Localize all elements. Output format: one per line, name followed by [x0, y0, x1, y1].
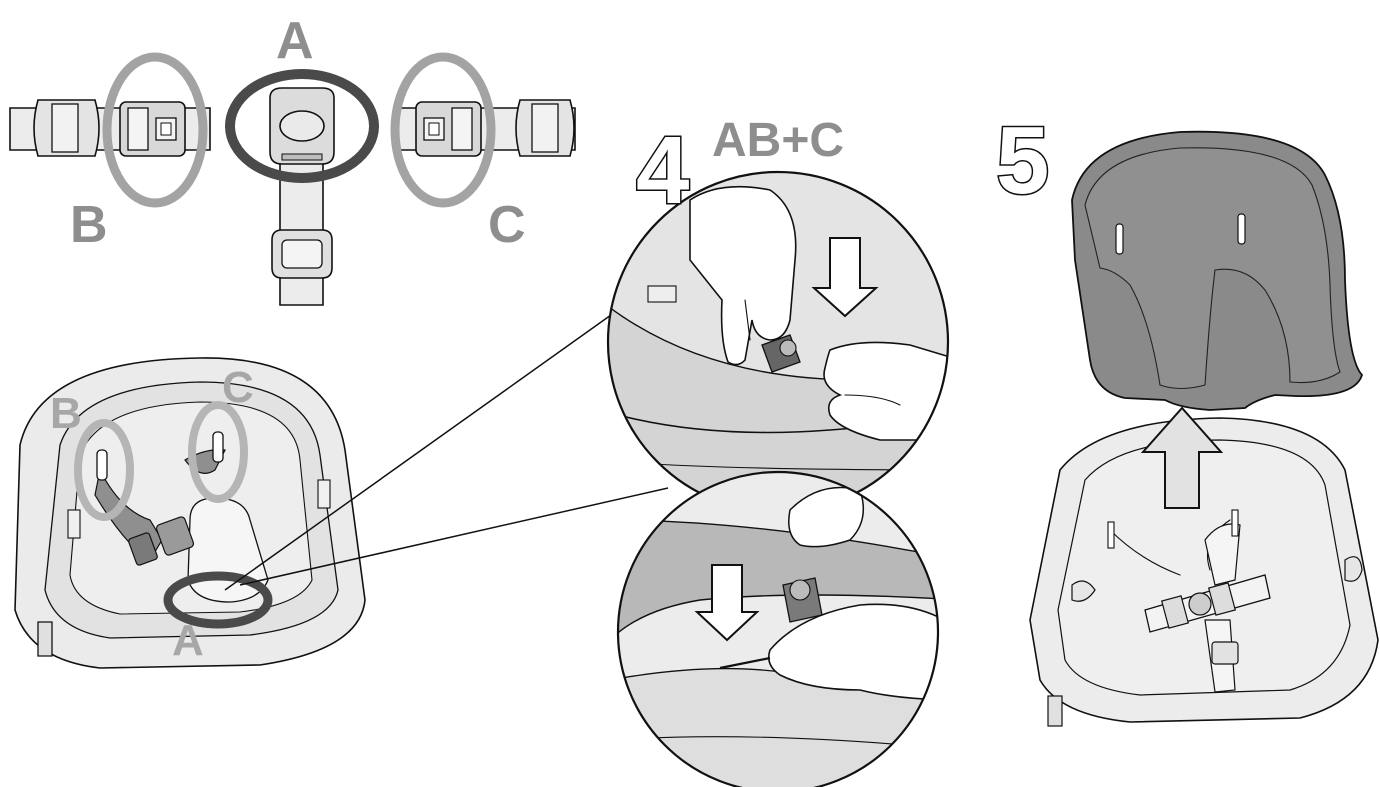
- label-seat-b: B: [50, 389, 82, 438]
- seat-insert: [1072, 132, 1362, 410]
- step-4-number: 4: [636, 117, 689, 224]
- detail-circle-lower: [610, 470, 960, 787]
- label-top-c: C: [488, 196, 526, 254]
- step-4-caption: AB+C: [712, 114, 844, 167]
- step-5-number: 5: [996, 107, 1049, 214]
- label-seat-c: C: [222, 363, 254, 412]
- label-seat-a: A: [172, 616, 204, 665]
- label-top-a: A: [276, 12, 314, 70]
- seat-base: [1030, 418, 1378, 726]
- label-top-b: B: [70, 196, 108, 254]
